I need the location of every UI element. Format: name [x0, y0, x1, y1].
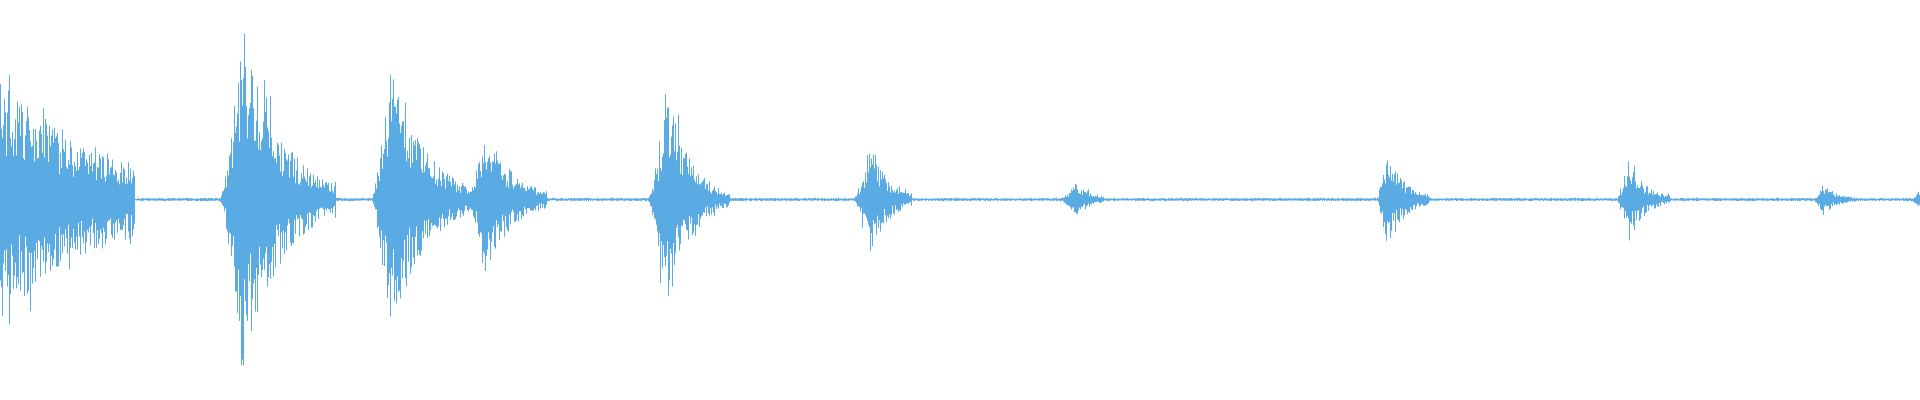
waveform-trace [0, 33, 1920, 366]
waveform-samples [0, 33, 1920, 366]
